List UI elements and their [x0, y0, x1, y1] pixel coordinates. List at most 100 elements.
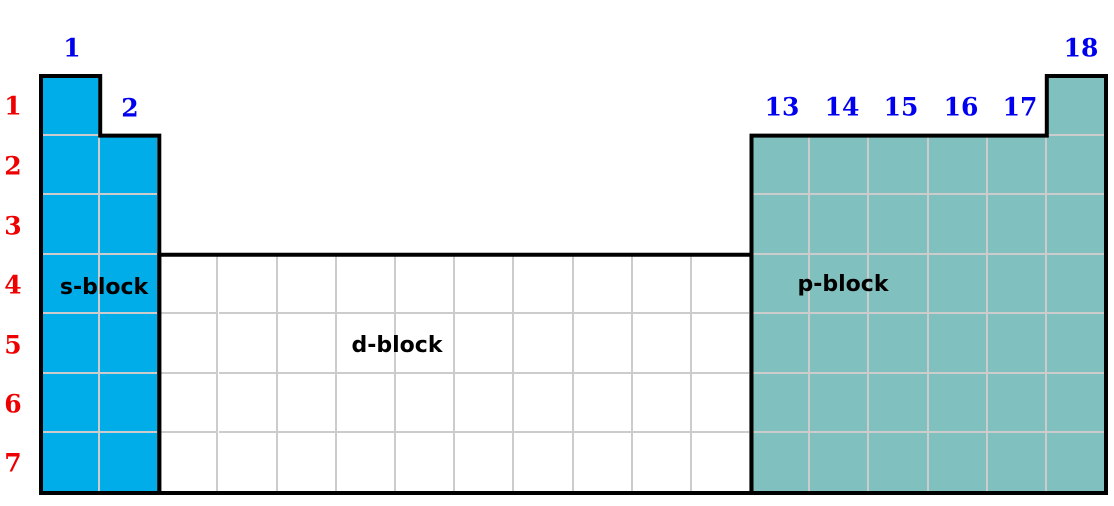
cell-group-13-period-5 — [751, 314, 811, 374]
cell-group-14-period-3 — [810, 195, 870, 255]
d-block-label: d-block — [351, 333, 443, 358]
cell-group-7-period-4 — [396, 254, 456, 315]
cell-group-11-period-7 — [632, 433, 692, 493]
s-block-label: s-block — [59, 275, 149, 300]
cell-group-1-period-3 — [41, 195, 101, 255]
cell-group-2-period-2 — [100, 135, 160, 196]
cell-group-12-period-5 — [691, 314, 752, 374]
cell-group-10-period-5 — [573, 314, 633, 374]
cell-group-16-period-6 — [928, 373, 988, 434]
cell-group-5-period-6 — [277, 373, 337, 434]
cell-group-18-period-7 — [1046, 433, 1107, 493]
cell-group-7-period-7 — [396, 433, 456, 493]
group-label-17: 17 — [1002, 92, 1038, 122]
cell-group-10-period-7 — [573, 433, 633, 493]
cell-group-2-period-7 — [100, 433, 160, 493]
cell-group-2-period-3 — [100, 195, 160, 255]
period-label-4: 4 — [4, 270, 22, 300]
cell-group-15-period-7 — [869, 433, 929, 493]
cell-group-12-period-4 — [691, 254, 752, 315]
cell-group-17-period-4 — [987, 254, 1047, 315]
cell-group-18-period-3 — [1046, 195, 1107, 255]
cell-group-4-period-4 — [218, 254, 278, 315]
cell-group-14-period-2 — [810, 135, 870, 196]
cell-group-1-period-2 — [41, 135, 101, 196]
group-label-2: 2 — [121, 93, 139, 123]
group-label-15: 15 — [883, 92, 919, 122]
cell-group-6-period-7 — [336, 433, 396, 493]
cell-group-15-period-3 — [869, 195, 929, 255]
cell-group-13-period-6 — [751, 373, 811, 434]
cell-group-17-period-6 — [987, 373, 1047, 434]
cell-group-4-period-6 — [218, 373, 278, 434]
cell-group-12-period-7 — [691, 433, 752, 493]
cell-group-9-period-4 — [514, 254, 574, 315]
cell-group-11-period-5 — [632, 314, 692, 374]
cell-group-13-period-7 — [751, 433, 811, 493]
period-label-6: 6 — [4, 389, 22, 419]
cell-group-9-period-7 — [514, 433, 574, 493]
cell-group-1-period-1 — [41, 76, 101, 136]
cell-group-1-period-5 — [41, 314, 101, 374]
cell-group-4-period-7 — [218, 433, 278, 493]
cell-group-4-period-5 — [218, 314, 278, 374]
cell-group-5-period-4 — [277, 254, 337, 315]
cell-group-17-period-7 — [987, 433, 1047, 493]
cell-group-14-period-6 — [810, 373, 870, 434]
group-label-13: 13 — [764, 92, 800, 122]
cell-group-8-period-6 — [455, 373, 515, 434]
cell-group-8-period-4 — [455, 254, 515, 315]
cell-group-2-period-5 — [100, 314, 160, 374]
cell-group-9-period-5 — [514, 314, 574, 374]
cell-group-1-period-7 — [41, 433, 101, 493]
cell-group-18-period-1 — [1046, 76, 1107, 136]
period-label-1: 1 — [4, 91, 22, 121]
cell-group-15-period-6 — [869, 373, 929, 434]
cell-group-17-period-2 — [987, 135, 1047, 196]
period-label-5: 5 — [4, 330, 22, 360]
period-label-2: 2 — [4, 151, 22, 181]
cell-group-16-period-2 — [928, 135, 988, 196]
cell-group-17-period-3 — [987, 195, 1047, 255]
cell-group-10-period-6 — [573, 373, 633, 434]
cell-group-14-period-7 — [810, 433, 870, 493]
cell-group-3-period-7 — [159, 433, 219, 493]
cell-group-11-period-6 — [632, 373, 692, 434]
cell-group-2-period-6 — [100, 373, 160, 434]
group-label-1: 1 — [63, 33, 81, 63]
group-label-14: 14 — [824, 92, 860, 122]
cell-group-14-period-5 — [810, 314, 870, 374]
cell-group-10-period-4 — [573, 254, 633, 315]
p-block-label: p-block — [797, 272, 889, 297]
cell-group-9-period-6 — [514, 373, 574, 434]
cell-group-18-period-5 — [1046, 314, 1107, 374]
cell-group-16-period-3 — [928, 195, 988, 255]
cell-group-11-period-4 — [632, 254, 692, 315]
cell-group-6-period-4 — [336, 254, 396, 315]
cell-group-15-period-2 — [869, 135, 929, 196]
cell-group-3-period-6 — [159, 373, 219, 434]
group-label-16: 16 — [943, 92, 979, 122]
cell-group-17-period-5 — [987, 314, 1047, 374]
cell-group-3-period-4 — [159, 254, 219, 315]
cell-group-5-period-5 — [277, 314, 337, 374]
cell-group-18-period-2 — [1046, 135, 1107, 196]
cell-group-6-period-6 — [336, 373, 396, 434]
cell-group-13-period-3 — [751, 195, 811, 255]
cell-group-5-period-7 — [277, 433, 337, 493]
cell-group-13-period-2 — [751, 135, 811, 196]
cell-group-7-period-6 — [396, 373, 456, 434]
cell-group-16-period-4 — [928, 254, 988, 315]
cell-group-3-period-5 — [159, 314, 219, 374]
group-label-18: 18 — [1063, 33, 1099, 63]
cell-group-18-period-4 — [1046, 254, 1107, 315]
cell-group-12-period-6 — [691, 373, 752, 434]
cell-group-16-period-7 — [928, 433, 988, 493]
period-label-7: 7 — [4, 448, 22, 478]
cell-group-8-period-5 — [455, 314, 515, 374]
cell-group-8-period-7 — [455, 433, 515, 493]
period-label-3: 3 — [4, 211, 22, 241]
cell-group-1-period-6 — [41, 373, 101, 434]
cell-group-16-period-5 — [928, 314, 988, 374]
